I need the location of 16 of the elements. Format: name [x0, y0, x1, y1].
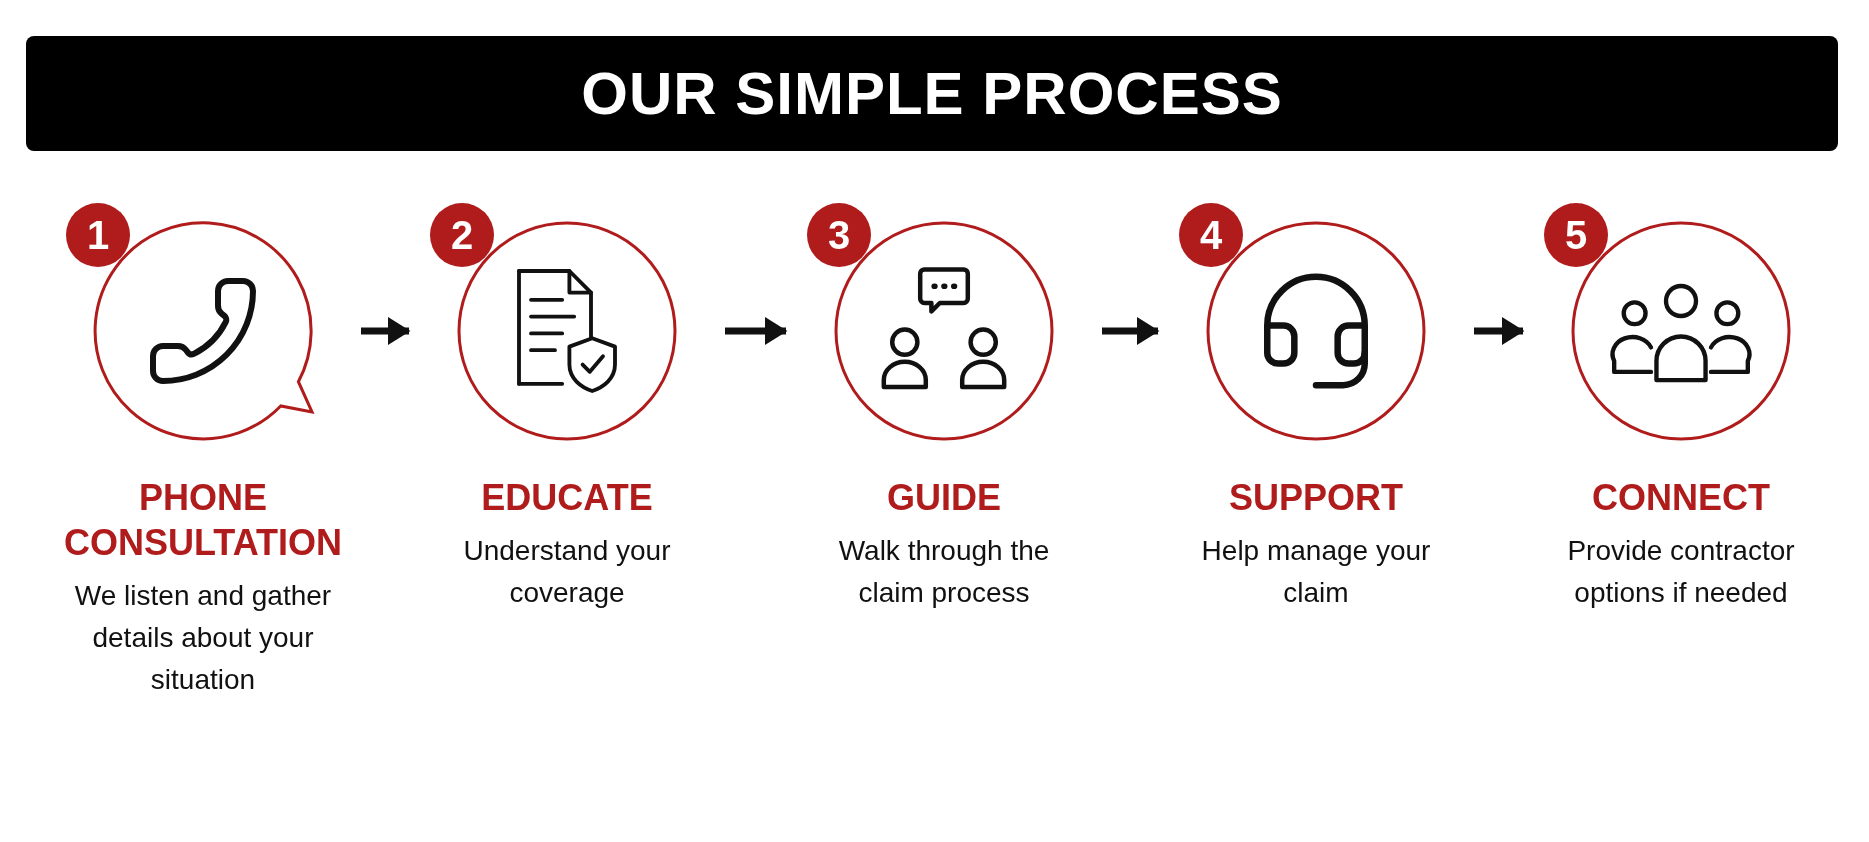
step-number: 4: [1179, 203, 1243, 267]
step-title: CONNECT: [1591, 476, 1771, 520]
step-title: SUPPORT: [1228, 476, 1404, 520]
step-description: Provide contractor options if needed: [1566, 534, 1796, 610]
step-number: 5: [1544, 203, 1608, 267]
title: OUR SIMPLE PROCESS: [581, 59, 1283, 128]
step-title: GUIDE: [886, 476, 1002, 520]
step-number: 2: [430, 203, 494, 267]
step-title: EDUCATE: [480, 476, 654, 520]
step-description: Help manage your claim: [1200, 534, 1432, 610]
step-description: Walk through the claim process: [837, 534, 1051, 610]
step-number: 1: [66, 203, 130, 267]
step-number: 3: [807, 203, 871, 267]
step-title: PHONE CONSULTATION: [63, 476, 343, 565]
step-description: We listen and gather details about your situation: [73, 579, 333, 697]
step-description: Understand your coverage: [462, 534, 672, 610]
